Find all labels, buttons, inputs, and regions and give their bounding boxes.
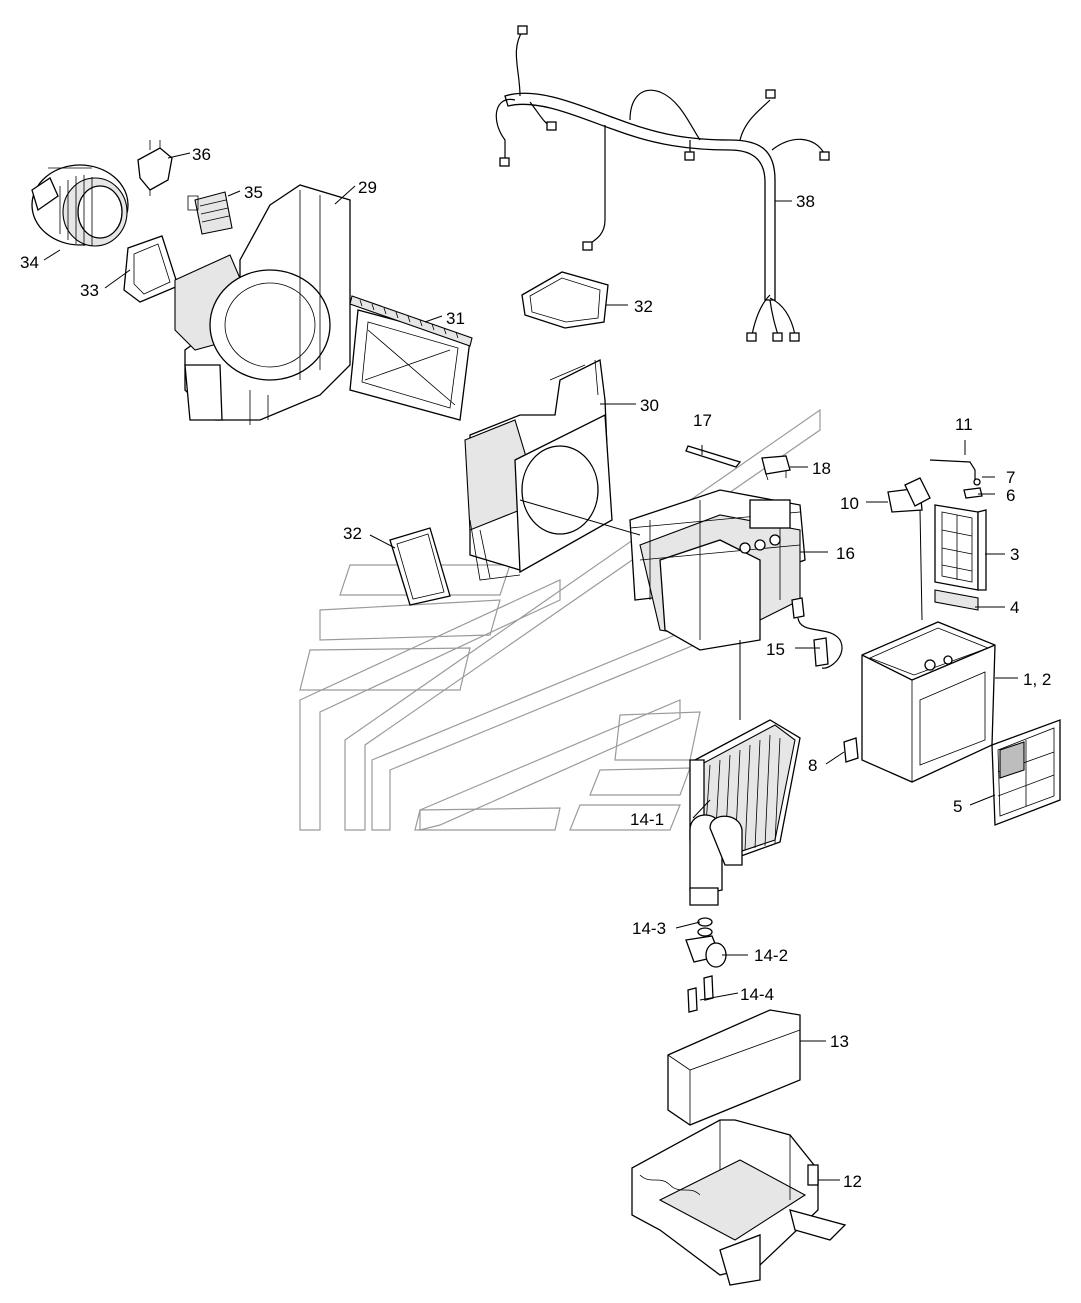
main-case-16 xyxy=(629,489,806,651)
callout-15: 15 xyxy=(766,640,785,659)
callout-8: 8 xyxy=(808,756,817,775)
callout-7: 7 xyxy=(1006,468,1015,487)
callout-31: 31 xyxy=(446,309,465,328)
blower-motor-34 xyxy=(31,164,129,247)
callout-29: 29 xyxy=(358,178,377,197)
actuator-36 xyxy=(137,140,173,196)
callout-18: 18 xyxy=(812,459,831,478)
callout-3: 3 xyxy=(1010,545,1019,564)
seal-4 xyxy=(934,589,979,611)
blower-case-29 xyxy=(174,184,351,425)
callout-17: 17 xyxy=(693,411,712,430)
resistor-35 xyxy=(187,191,233,235)
duct-housing-30 xyxy=(464,359,613,581)
sensor-15 xyxy=(791,597,843,669)
callout-30: 30 xyxy=(640,396,659,415)
callout-32-upper: 32 xyxy=(634,297,653,316)
filter-5 xyxy=(991,719,1061,826)
callout-11: 11 xyxy=(955,415,973,434)
wire-11 xyxy=(929,459,976,480)
sensor-7 xyxy=(973,478,981,486)
gasket-32-upper xyxy=(521,271,609,329)
o-rings-14-3 xyxy=(697,917,713,937)
bracket-17 xyxy=(685,445,742,468)
actuator-10 xyxy=(887,477,931,513)
bolts-14-4 xyxy=(687,975,714,1013)
cover-13 xyxy=(667,1009,801,1126)
callout-36: 36 xyxy=(192,145,211,164)
leader-lines xyxy=(43,152,1018,1181)
callout-38: 38 xyxy=(796,192,815,211)
wiring-harness-38 xyxy=(495,25,830,342)
relay-18 xyxy=(761,455,791,481)
callout-6: 6 xyxy=(1006,486,1015,505)
callout-33: 33 xyxy=(80,281,99,300)
callout-35: 35 xyxy=(244,183,263,202)
lower-case-12 xyxy=(631,1119,847,1286)
callout-12: 12 xyxy=(843,1172,862,1191)
clip-8 xyxy=(843,737,859,763)
evaporator-14-1 xyxy=(689,719,801,906)
filter-door-3 xyxy=(934,504,987,591)
callout-14-4: 14-4 xyxy=(740,985,774,1004)
gasket-32-lower xyxy=(389,527,451,606)
callout-34: 34 xyxy=(20,253,39,272)
callout-16: 16 xyxy=(836,544,855,563)
callout-labels: 36 35 29 34 33 31 38 32 30 17 18 11 7 6 … xyxy=(20,145,1051,1191)
filter-31 xyxy=(349,295,473,421)
callout-4: 4 xyxy=(1010,598,1019,617)
expansion-valve-14-2 xyxy=(685,935,727,968)
callout-32-lower: 32 xyxy=(343,524,362,543)
callout-14-1: 14-1 xyxy=(630,810,664,829)
callout-10: 10 xyxy=(840,494,859,513)
callout-1-2: 1, 2 xyxy=(1023,670,1051,689)
callout-13: 13 xyxy=(830,1032,849,1051)
callout-5: 5 xyxy=(953,797,962,816)
clip-6 xyxy=(963,487,983,499)
gasket-33 xyxy=(123,235,179,303)
callout-14-2: 14-2 xyxy=(754,946,788,965)
housing-1-2 xyxy=(861,621,996,783)
callout-14-3: 14-3 xyxy=(632,919,666,938)
